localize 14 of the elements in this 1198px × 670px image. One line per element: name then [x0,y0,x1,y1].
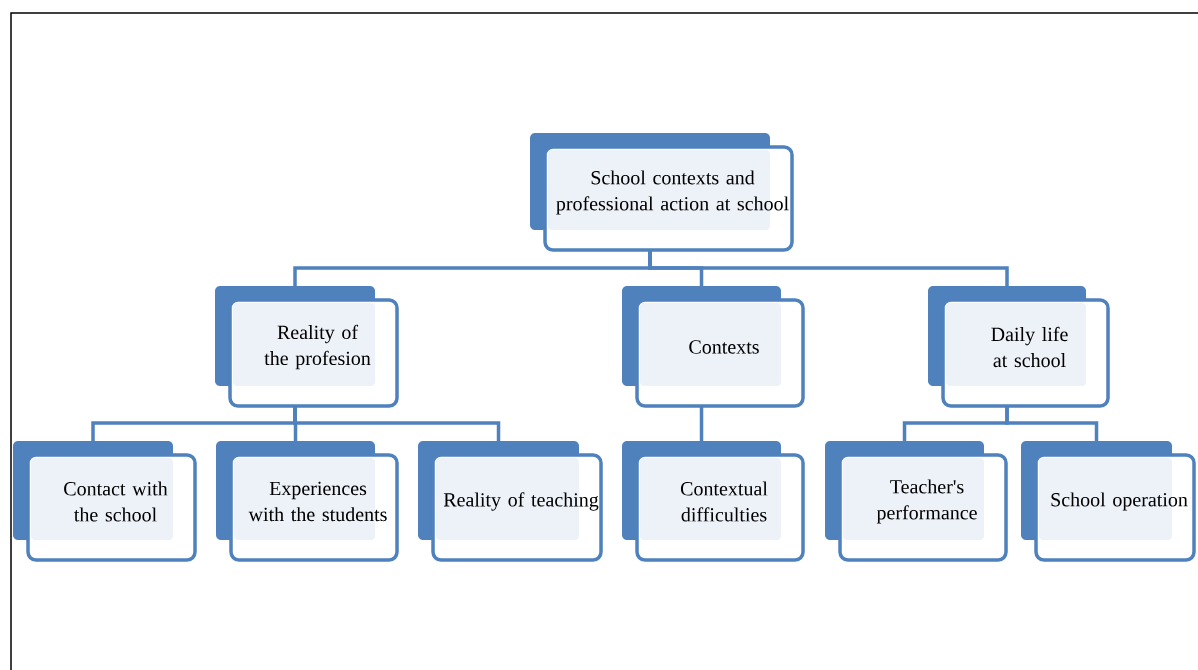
box: Contexts [622,286,805,408]
box: Reality of teaching [418,441,603,562]
box: Experiences with the students [216,441,399,562]
box: Contact with the school [13,441,197,562]
box: School contexts and professional action at school [530,133,794,252]
box: School operation [1021,441,1196,562]
box: Reality of the profesion [215,286,399,408]
connector [1005,406,1099,441]
connector [699,406,704,441]
connector [293,406,501,441]
box: Daily life at school [928,286,1110,408]
connector [648,250,1009,286]
box: Contextual difficulties [622,441,805,562]
box: Teacher's performance [825,441,1008,562]
